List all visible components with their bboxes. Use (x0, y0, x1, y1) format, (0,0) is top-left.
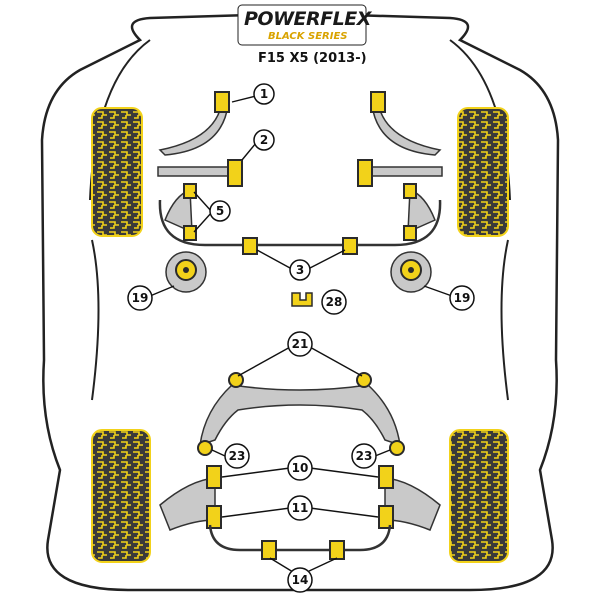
front-lower-link-right (357, 159, 443, 187)
brand-logo: POWERFLEX BLACK SERIES (237, 4, 373, 46)
callout-21: 21 (287, 331, 313, 357)
callout-11: 11 (287, 495, 313, 521)
rear-subframe (197, 372, 405, 456)
svg-text:14: 14 (292, 573, 309, 587)
callout-23-left: 23 (224, 443, 250, 469)
rear-arm-right (378, 465, 441, 531)
svg-text:10: 10 (292, 461, 309, 475)
svg-text:19: 19 (454, 291, 471, 305)
callout-14: 14 (287, 567, 313, 593)
brand-series: BLACK SERIES (268, 31, 347, 42)
svg-text:11: 11 (292, 501, 309, 515)
tyre-front-left (91, 107, 143, 237)
callout-5: 5 (209, 200, 231, 222)
callout-3: 3 (289, 259, 311, 281)
rear-arm-left (159, 465, 222, 531)
model-title: F15 X5 (2013-) (258, 51, 367, 66)
svg-text:3: 3 (296, 263, 304, 277)
svg-text:5: 5 (216, 204, 224, 218)
front-wishbone-left (164, 183, 197, 241)
tyre-front-right (457, 107, 509, 237)
rear-anti-roll-bar (208, 524, 392, 560)
svg-text:21: 21 (292, 337, 309, 351)
insert-28 (291, 292, 313, 307)
svg-text:28: 28 (326, 295, 343, 309)
callout-23-right: 23 (351, 443, 377, 469)
top-mount-left (165, 251, 207, 293)
brand-name: POWERFLEX (244, 8, 373, 30)
car-inner-waist-left (91, 239, 100, 401)
top-mount-right (390, 251, 432, 293)
front-wishbone-right (403, 183, 436, 241)
front-lower-link-left (157, 159, 243, 187)
callout-10: 10 (287, 455, 313, 481)
callout-2: 2 (253, 129, 275, 151)
callout-28: 28 (321, 289, 347, 315)
svg-text:1: 1 (260, 87, 268, 101)
callout-19-left: 19 (127, 285, 153, 311)
front-upper-arm-right (370, 91, 442, 156)
callout-19-right: 19 (449, 285, 475, 311)
front-anti-roll-bar (158, 199, 442, 255)
front-upper-arm-left (158, 91, 230, 156)
tyre-rear-right (449, 429, 509, 563)
svg-text:19: 19 (132, 291, 149, 305)
car-inner-waist-right (500, 239, 509, 401)
svg-text:23: 23 (356, 449, 373, 463)
svg-text:23: 23 (229, 449, 246, 463)
tyre-rear-left (91, 429, 151, 563)
leader-lines (149, 95, 453, 573)
callouts: 1 2 5 3 19 19 28 21 23 23 10 11 14 (127, 83, 475, 593)
svg-text:2: 2 (260, 133, 268, 147)
callout-1: 1 (253, 83, 275, 105)
